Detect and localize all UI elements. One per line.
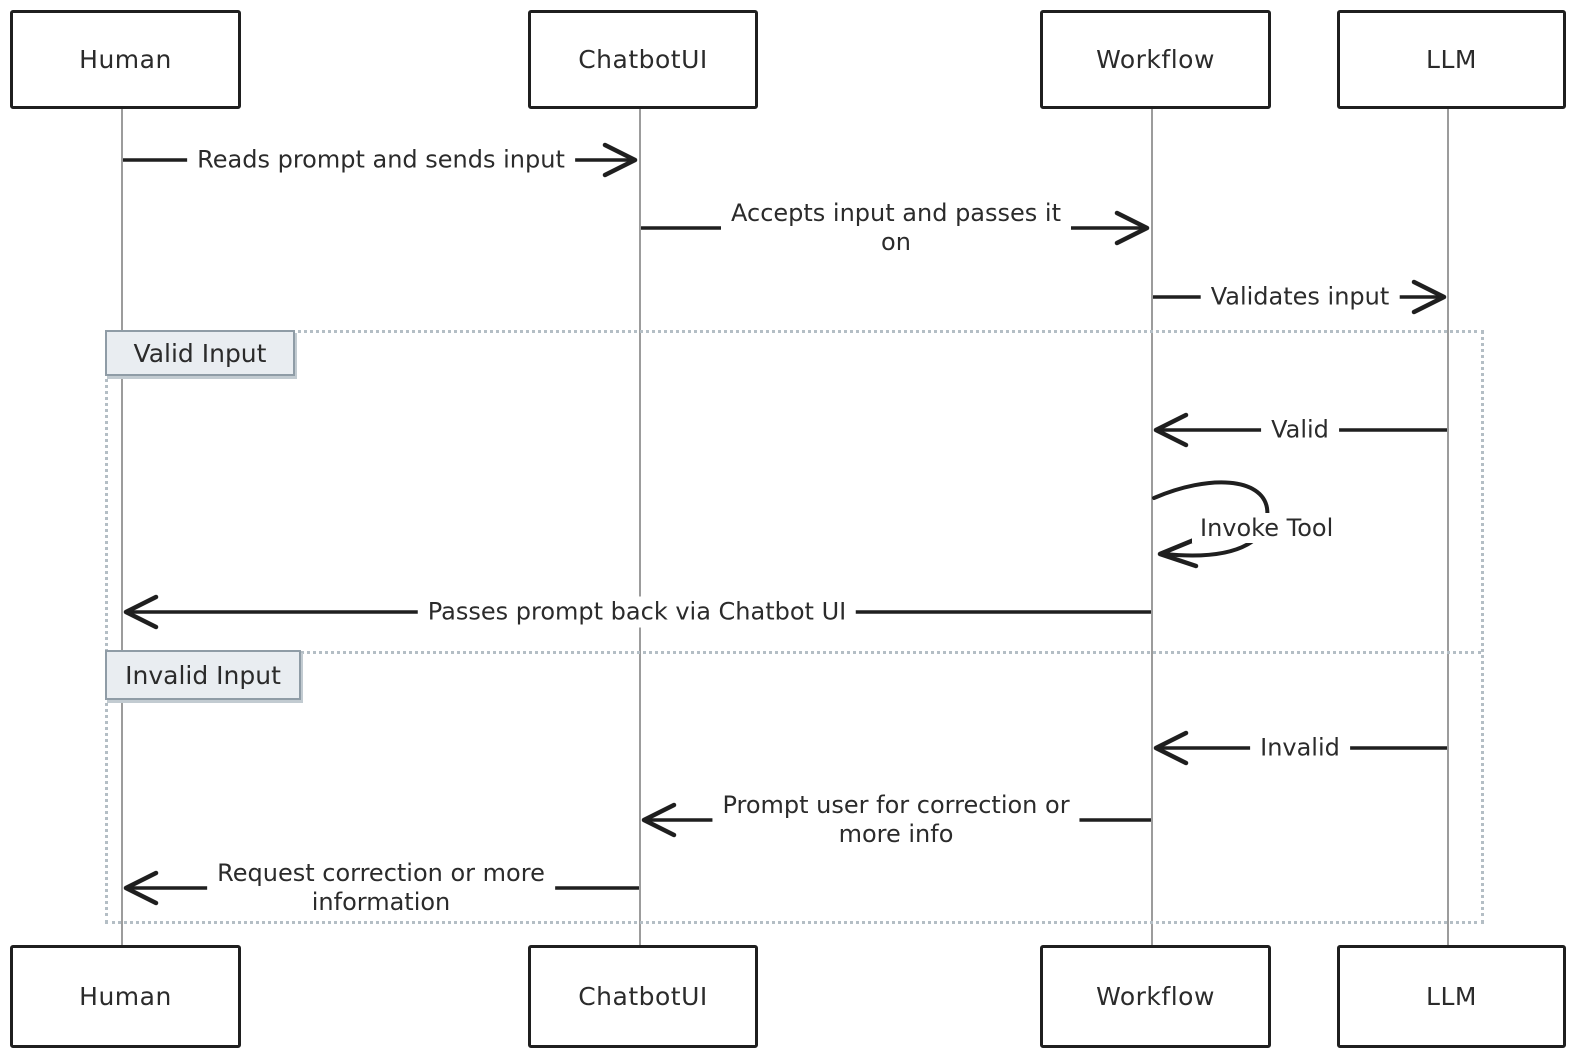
alt-section-label-text: Invalid Input	[125, 660, 281, 690]
actor-top-workflow: Workflow	[1040, 10, 1271, 109]
message-label: Accepts input and passes it on	[721, 198, 1071, 258]
actor-bottom-llm: LLM	[1337, 945, 1566, 1048]
message-label: Request correction or more information	[207, 858, 555, 918]
actor-label: Human	[79, 982, 172, 1011]
message-label: Validates input	[1200, 281, 1400, 313]
lifeline-llm	[1447, 105, 1449, 947]
alt-frame	[105, 330, 1484, 924]
lifeline-chatbotui	[639, 105, 641, 947]
actor-label: Workflow	[1096, 45, 1215, 74]
alt-section-label-valid-input: Valid Input	[105, 330, 295, 376]
actor-bottom-chatbotui: ChatbotUI	[528, 945, 758, 1048]
lifeline-human	[121, 105, 123, 947]
actor-top-human: Human	[10, 10, 241, 109]
self-loop-label: Invoke Tool	[1192, 513, 1342, 543]
alt-frame-divider	[108, 651, 1481, 654]
alt-section-label-text: Valid Input	[133, 338, 267, 368]
self-loop-arrow-icon	[1152, 480, 1270, 569]
actor-label: ChatbotUI	[578, 45, 708, 74]
actor-label: LLM	[1426, 45, 1477, 74]
lifeline-workflow	[1151, 105, 1153, 947]
alt-section-label-invalid-input: Invalid Input	[105, 650, 301, 700]
message-label: Reads prompt and sends input	[187, 144, 575, 176]
actor-top-chatbotui: ChatbotUI	[528, 10, 758, 109]
actor-label: ChatbotUI	[578, 982, 708, 1011]
actor-label: LLM	[1426, 982, 1477, 1011]
actor-bottom-human: Human	[10, 945, 241, 1048]
actor-top-llm: LLM	[1337, 10, 1566, 109]
actor-label: Human	[79, 45, 172, 74]
actor-bottom-workflow: Workflow	[1040, 945, 1271, 1048]
message-label: Valid	[1261, 414, 1339, 446]
message-label: Passes prompt back via Chatbot UI	[417, 596, 857, 628]
actor-label: Workflow	[1096, 982, 1215, 1011]
message-label: Prompt user for correction or more info	[712, 790, 1080, 850]
message-label: Invalid	[1250, 732, 1350, 764]
